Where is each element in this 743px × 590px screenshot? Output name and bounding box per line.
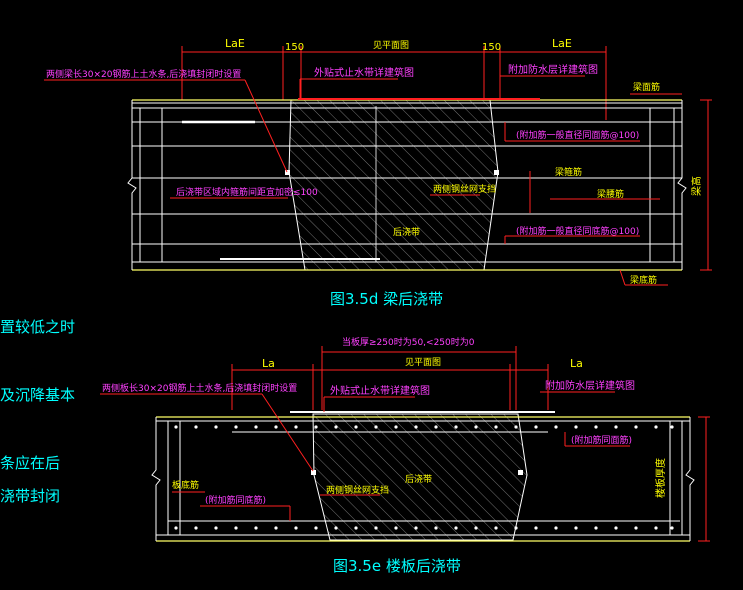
slab-add-top-note: (附加筋同面筋) (571, 434, 632, 446)
beam-detail: LaE 150 见平面图 150 LaE 梁高 (44, 37, 712, 286)
beam-add-top-note: (附加筋一般直径同面筋@100) (516, 129, 639, 141)
beam-bottom-bar-label: 梁底筋 (630, 274, 657, 286)
slab-add-bottom-note: (附加筋同底筋) (205, 494, 266, 506)
slab-note-right-top: 附加防水层详建筑图 (545, 379, 635, 392)
slab-detail: 当板厚≥250时为50,<250时为0 La 见平面图 La (100, 336, 710, 542)
slab-post-pour-label: 后浇带 (405, 473, 432, 485)
slab-bottom-rebar-dots (174, 526, 674, 530)
beam-mesh-label: 两侧钢丝网支挡 (433, 183, 496, 195)
beam-dim-see-plan: 见平面图 (373, 40, 409, 51)
slab-thickness-label: 楼板厚度 (654, 458, 667, 498)
beam-note-center-top: 外贴式止水带详建筑图 (314, 66, 414, 79)
beam-note-left-top: 两侧梁长30×20钢筋上土水条,后浇填封闭时设置 (46, 68, 241, 80)
slab-dim-see-plan: 见平面图 (405, 357, 441, 368)
beam-height-label: 梁高 (690, 176, 703, 196)
side-text-1: 置较低之时 (0, 318, 76, 336)
slab-top-rebar-dots (174, 425, 674, 429)
beam-top-bar-label: 梁面筋 (633, 81, 660, 93)
beam-post-pour-label: 后浇带 (393, 226, 420, 238)
beam-dim-150-left: 150 (285, 42, 304, 53)
beam-dim-150-right: 150 (482, 42, 501, 53)
beam-dim-lae-left: LaE (225, 37, 245, 50)
side-text-3: 条应在后 (0, 454, 61, 472)
slab-caption: 图3.5e 楼板后浇带 (333, 557, 461, 575)
beam-note-right-top: 附加防水层详建筑图 (508, 63, 598, 76)
beam-note-left-mid: 后浇带区域内箍筋间距宜加密≤100 (176, 186, 318, 198)
side-text-4: 浇带封闭 (0, 487, 61, 505)
slab-dim-thickness-note: 当板厚≥250时为50,<250时为0 (342, 336, 475, 348)
slab-bottom-bar-label: 板底筋 (172, 479, 199, 491)
beam-add-bottom-note: (附加筋一般直径同底筋@100) (516, 225, 639, 237)
beam-waist-label: 梁腰筋 (597, 188, 624, 200)
side-text-2: 及沉降基本 (0, 386, 76, 404)
slab-note-left-top: 两侧板长30×20钢筋上土水条,后浇填封闭时设置 (102, 382, 297, 394)
slab-dim-la-left: La (262, 357, 275, 370)
beam-caption: 图3.5d 梁后浇带 (330, 290, 444, 308)
slab-note-center-top: 外贴式止水带详建筑图 (330, 384, 430, 397)
beam-stirrup-label: 梁箍筋 (555, 166, 582, 178)
beam-dim-lae-right: LaE (552, 37, 572, 50)
slab-dim-la-right: La (570, 357, 583, 370)
slab-mesh-label: 两侧钢丝网支挡 (326, 484, 389, 496)
